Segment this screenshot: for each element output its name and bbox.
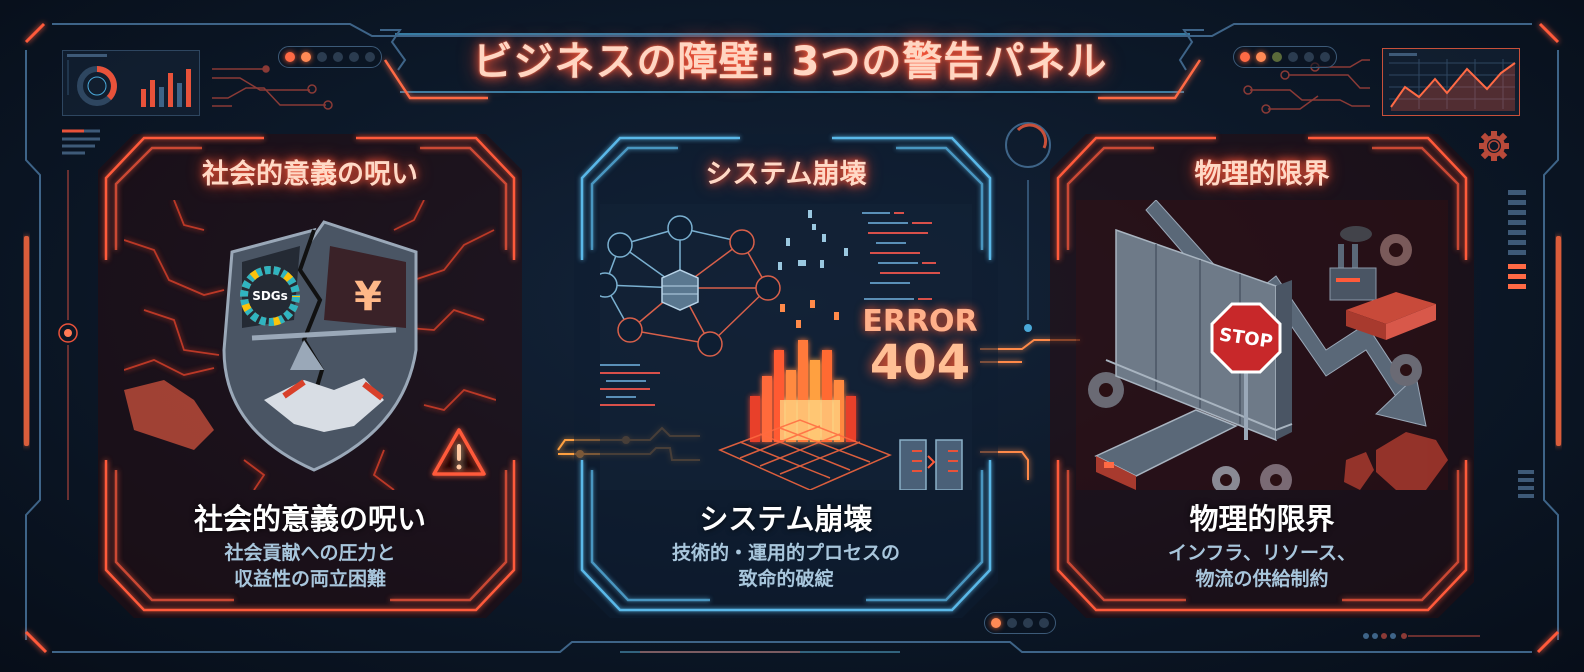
- svg-text:SDGs: SDGs: [252, 289, 288, 303]
- status-light: [317, 52, 327, 62]
- system-crash-illustration: [600, 204, 972, 490]
- panel-social-curse: 社会的意義の呪い SDGs ¥: [94, 130, 526, 622]
- page-title-banner: ビジネスの障壁: 3つの警告パネル: [390, 20, 1190, 96]
- status-light: [1272, 52, 1282, 62]
- world-map-icon: [1344, 432, 1448, 490]
- status-lights-right: [1233, 46, 1337, 68]
- network-diagram-icon: [600, 215, 781, 357]
- panel-physical-limits: 物理的限界: [1046, 130, 1478, 622]
- train-icon: [1094, 409, 1238, 490]
- status-light: [301, 52, 311, 62]
- mini-line-chart-widget: [1382, 48, 1520, 116]
- panel-description: 技術的・運用的プロセスの 致命的破綻: [671, 542, 900, 590]
- server-stack-icon: [661, 269, 699, 311]
- factory-icon: [1329, 226, 1377, 301]
- line-chart-icon: [1389, 53, 1516, 111]
- panel-heading: 社会的意義の呪い: [202, 159, 418, 190]
- status-light: [285, 52, 295, 62]
- panel-description: 社会貢献への圧力と 収益性の両立困難: [224, 542, 396, 590]
- code-lines-icon: [600, 212, 940, 406]
- warning-triangle-icon: [432, 428, 486, 476]
- status-light: [349, 52, 359, 62]
- error-label: ERROR: [862, 304, 978, 339]
- page-title: ビジネスの障壁: 3つの警告パネル: [472, 39, 1108, 85]
- mini-dashboard-widget: [62, 50, 200, 116]
- stop-sign-icon: STOP: [1210, 302, 1282, 440]
- panel-description: インフラ、リソース、 物流の供給制約: [1167, 542, 1357, 590]
- status-lights-bottom: [984, 612, 1056, 634]
- gear-icon: [1088, 234, 1422, 490]
- panel-title: システム崩壊: [699, 502, 873, 536]
- yen-icon: ¥: [354, 274, 382, 320]
- status-light: [1256, 52, 1266, 62]
- sdgs-wheel-icon: SDGs: [240, 266, 300, 326]
- cracked-shield-illustration: SDGs ¥: [124, 200, 496, 490]
- status-light: [1039, 618, 1049, 628]
- status-light: [1007, 618, 1017, 628]
- status-light: [1240, 52, 1250, 62]
- donut-and-bar-chart-icon: [67, 54, 191, 107]
- status-light: [365, 52, 375, 62]
- panel-title: 社会的意義の呪い: [193, 502, 426, 536]
- status-lights-left: [278, 46, 382, 68]
- status-light: [1288, 52, 1298, 62]
- concrete-wall-icon: [1105, 228, 1293, 442]
- panel-title: 物理的限界: [1189, 502, 1335, 536]
- handshake-icon: [264, 378, 384, 432]
- status-light: [333, 52, 343, 62]
- panel-heading: 物理的限界: [1194, 159, 1330, 190]
- pixel-fire-icon: [750, 340, 856, 442]
- physical-barrier-illustration: STOP: [1076, 200, 1448, 490]
- status-light: [991, 618, 1001, 628]
- error-code: 404: [869, 335, 971, 391]
- panel-system-collapse: システム崩壊: [570, 130, 1002, 622]
- status-light: [1304, 52, 1314, 62]
- gear-icon: [1478, 130, 1510, 162]
- broken-server-icon: [899, 439, 963, 490]
- panel-heading: システム崩壊: [705, 159, 867, 190]
- status-light: [1320, 52, 1330, 62]
- error-message: ERROR 404: [860, 304, 980, 387]
- status-light: [1023, 618, 1033, 628]
